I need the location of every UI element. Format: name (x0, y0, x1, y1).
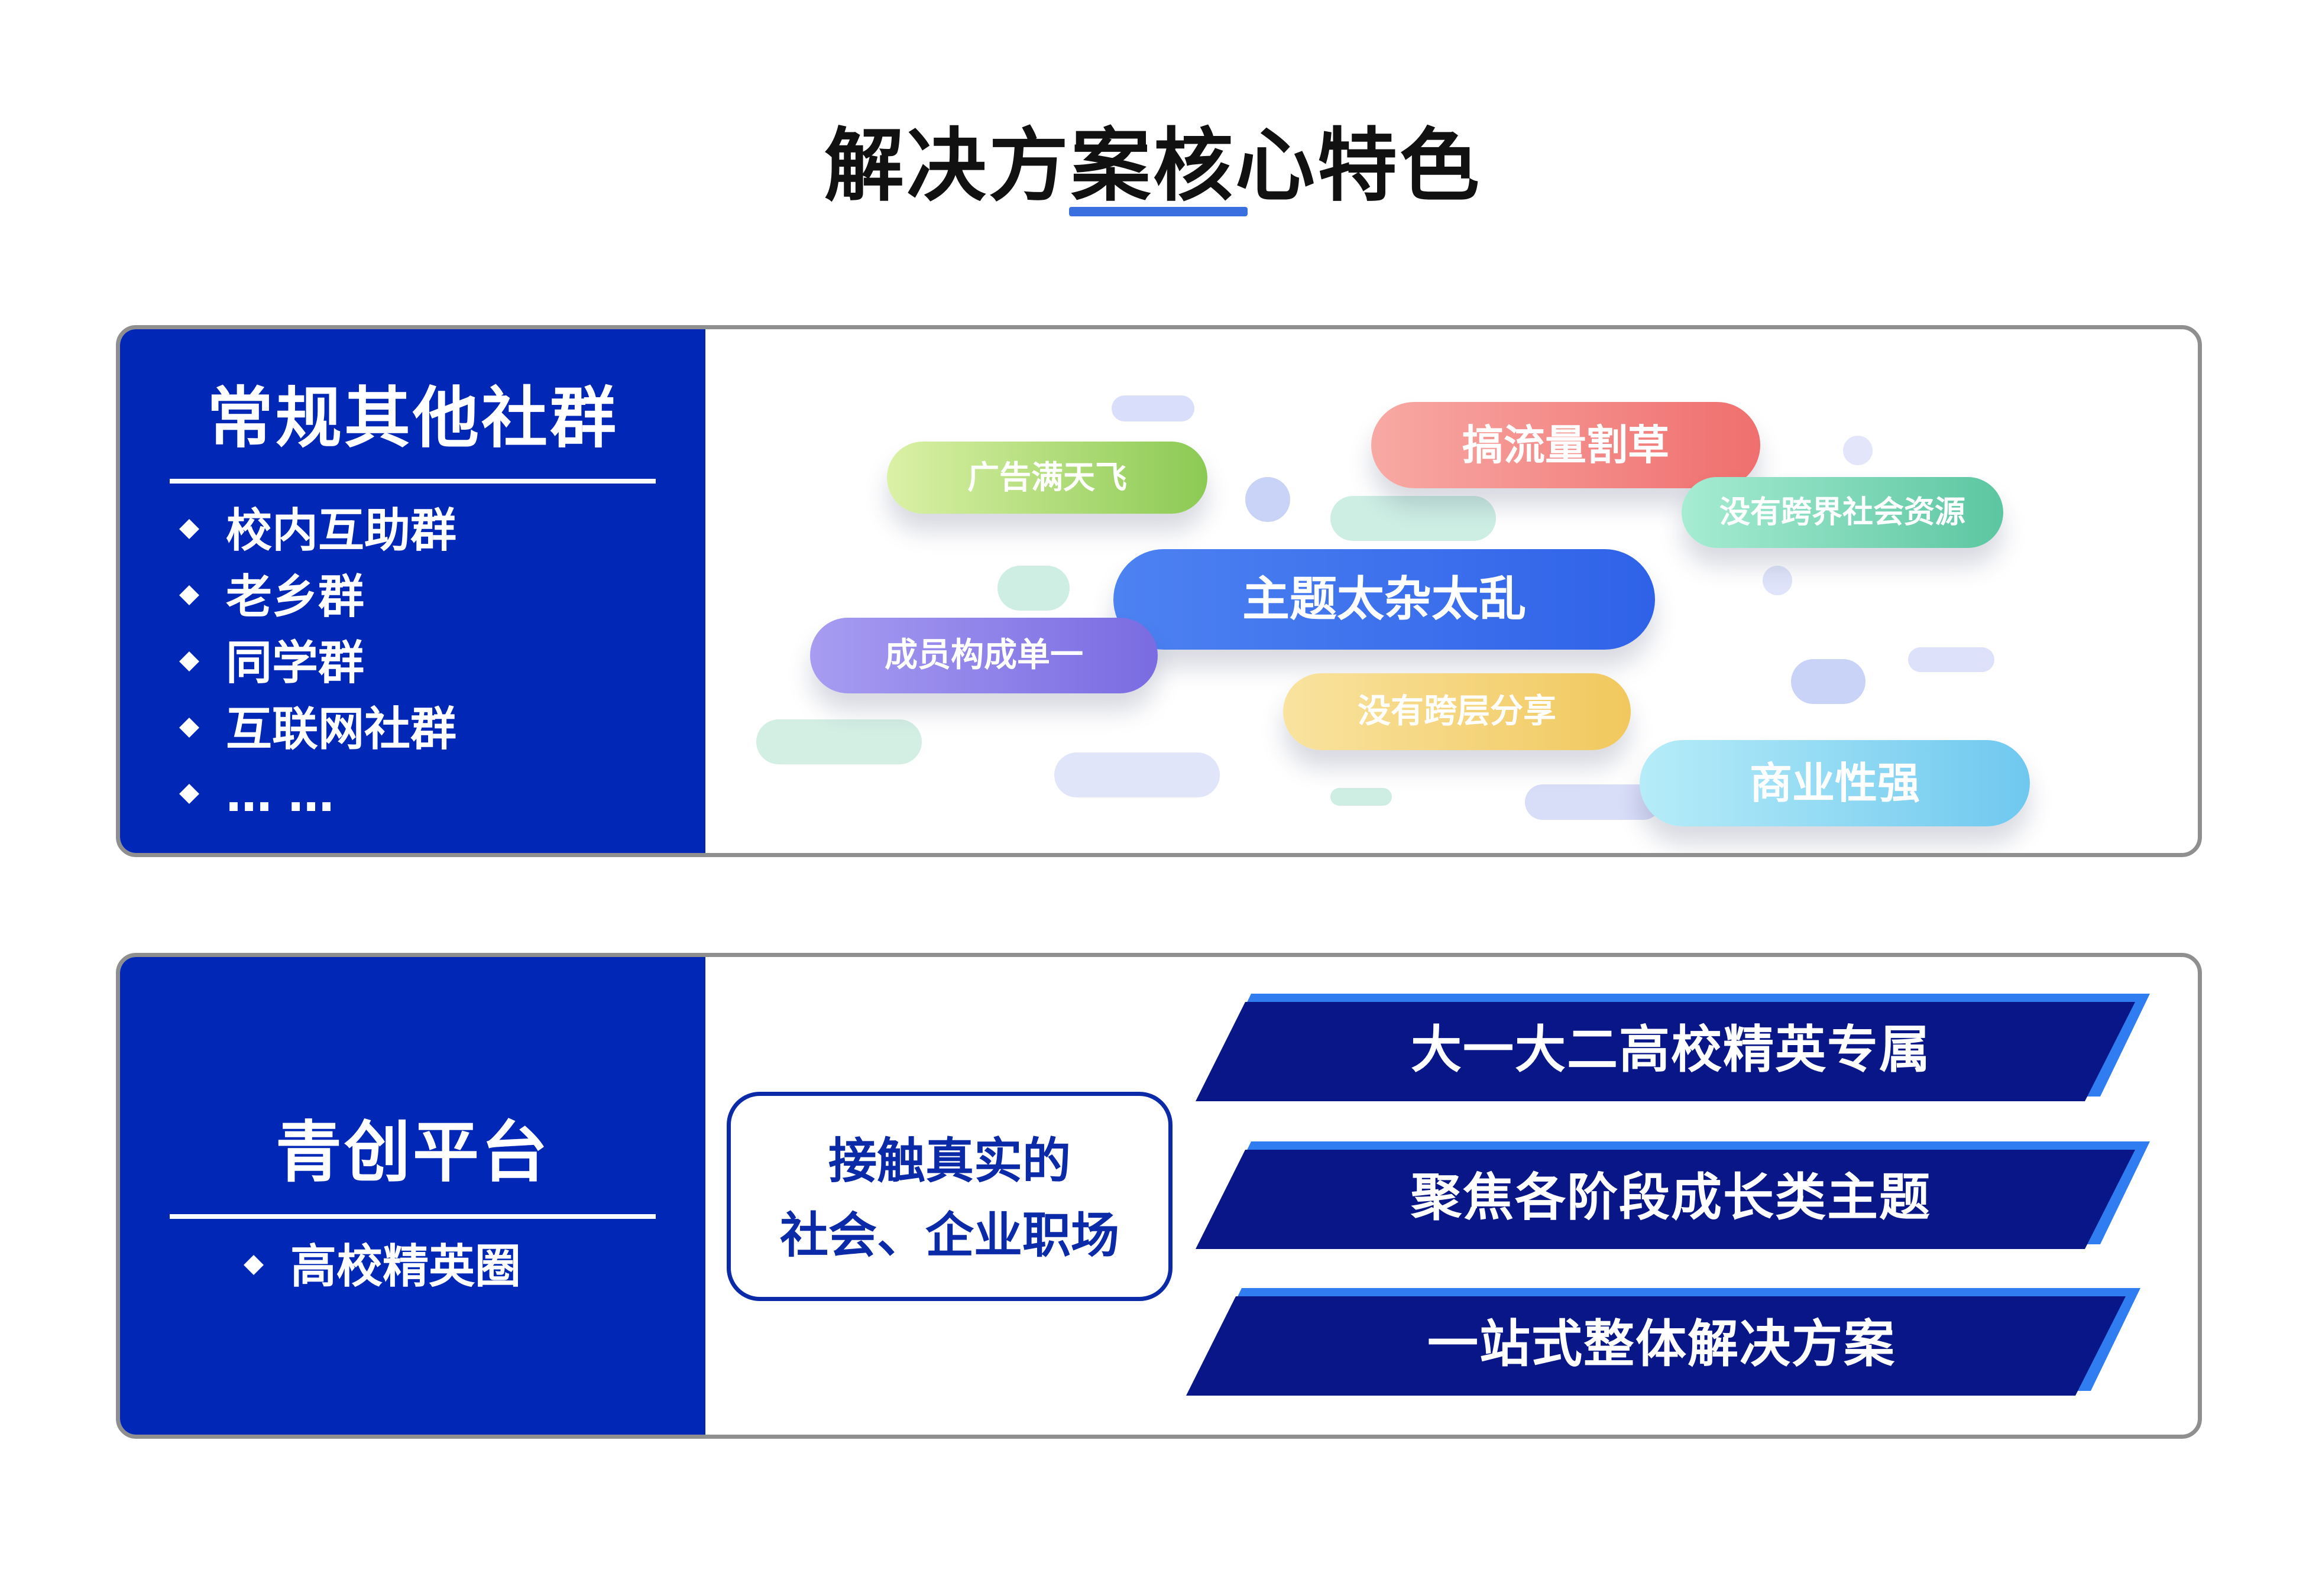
decorative-shape (1791, 659, 1865, 704)
decorative-shape (756, 719, 922, 764)
problem-pill: 没有跨界社会资源 (1682, 477, 2003, 548)
conventional-groups-block: 常规其他社群 校内互助群 老乡群 同学群 互联网社群 … … (120, 329, 705, 853)
feature-label: 大一大二高校精英专属 (1411, 1020, 1931, 1079)
platform-heading: 青创平台 (276, 1114, 550, 1191)
title-underline (1069, 207, 1248, 216)
conventional-groups-panel: 常规其他社群 校内互助群 老乡群 同学群 互联网社群 … … 广告满天飞 搞流量… (116, 325, 2202, 857)
list-item: … … (179, 763, 456, 829)
feature-banner: 大一大二高校精英专属 (1192, 994, 2150, 1101)
feature-label: 聚焦各阶段成长类主题 (1411, 1168, 1931, 1227)
diamond-bullet-icon (179, 585, 199, 605)
decorative-shape (1763, 566, 1792, 595)
conventional-groups-heading: 常规其他社群 (207, 380, 618, 457)
decorative-shape (1908, 647, 1994, 672)
feature-banner: 一站式整体解决方案 (1183, 1288, 2140, 1396)
conventional-groups-list: 校内互助群 老乡群 同学群 互联网社群 … … (179, 498, 456, 829)
banner-parallelogram-shape (1196, 994, 2150, 1101)
diamond-bullet-icon (179, 518, 199, 539)
platform-value-box: 接触真实的 社会、企业职场 (727, 1092, 1173, 1301)
decorative-shape (1525, 784, 1661, 820)
diamond-bullet-icon (179, 783, 199, 804)
decorative-shape (1843, 436, 1873, 465)
feature-label: 一站式整体解决方案 (1427, 1315, 1896, 1374)
diamond-bullet-icon (179, 651, 199, 672)
problem-pill: 广告满天飞 (887, 442, 1207, 514)
list-item: 老乡群 (179, 564, 456, 630)
decorative-shape (1245, 477, 1290, 522)
list-item: 互联网社群 (179, 696, 456, 763)
heading-divider (170, 1214, 656, 1219)
value-line-1: 接触真实的 (828, 1133, 1071, 1189)
diamond-bullet-icon (244, 1254, 264, 1275)
heading-divider (170, 479, 656, 484)
decorative-shape (1112, 395, 1194, 421)
feature-banner: 聚焦各阶段成长类主题 (1192, 1141, 2150, 1249)
problem-pill: 商业性强 (1640, 740, 2030, 826)
decorative-shape (997, 566, 1070, 611)
problem-pill: 成员构成单一 (810, 618, 1158, 693)
value-line-2: 社会、企业职场 (779, 1208, 1119, 1264)
platform-block: 青创平台 高校精英圈 (120, 957, 705, 1435)
list-item: 校内互助群 (179, 498, 456, 564)
list-item: 同学群 (179, 630, 456, 696)
banner-parallelogram-shape (1196, 1141, 2150, 1249)
problem-pill: 主题太杂太乱 (1113, 549, 1655, 650)
problem-pill: 搞流量割草 (1371, 402, 1760, 488)
problem-pill: 没有跨层分享 (1283, 673, 1631, 750)
decorative-shape (1054, 752, 1220, 797)
platform-panel: 青创平台 高校精英圈 接触真实的 社会、企业职场 大一大二高校精英专属 聚焦各阶… (116, 953, 2202, 1439)
decorative-shape (1330, 788, 1392, 806)
decorative-shape (1330, 496, 1496, 541)
diamond-bullet-icon (179, 717, 199, 738)
page-title: 解决方案核心特色 (824, 119, 1482, 212)
banner-parallelogram-shape (1186, 1288, 2140, 1396)
platform-list: 高校精英圈 (244, 1234, 521, 1300)
list-item: 高校精英圈 (244, 1234, 521, 1300)
